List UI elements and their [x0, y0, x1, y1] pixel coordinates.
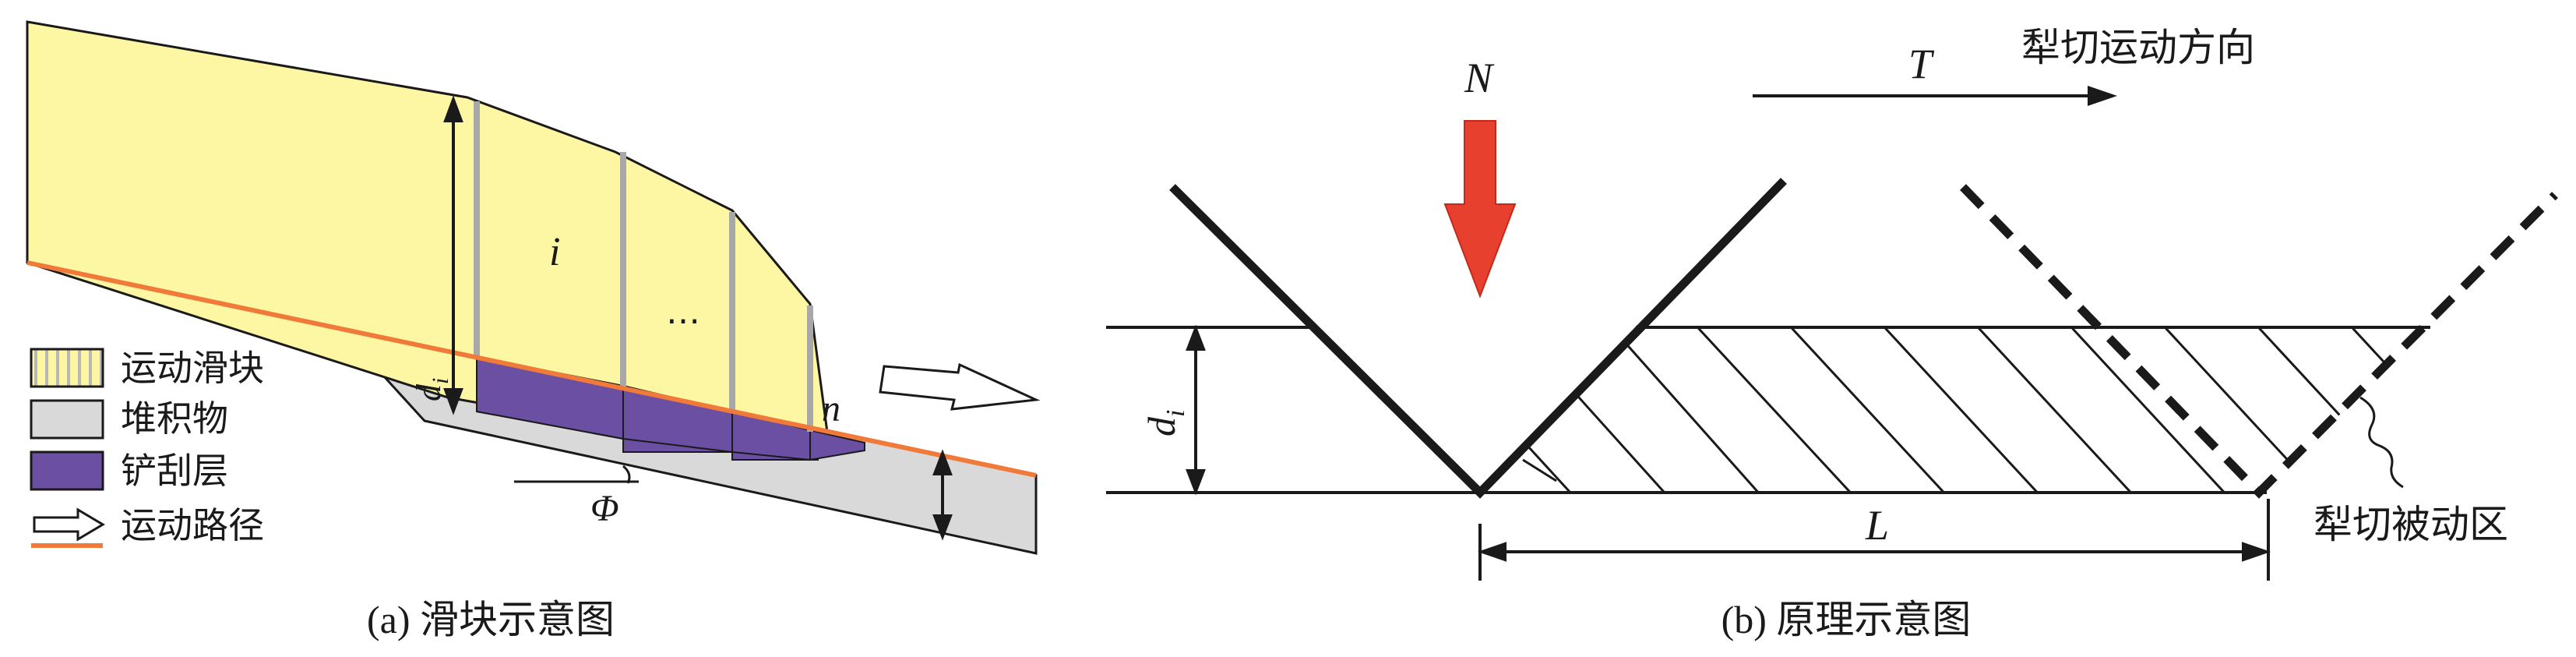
length-dimension	[1477, 499, 2271, 581]
passive-zone-leader	[2359, 396, 2404, 489]
scrape-block-4	[809, 429, 865, 461]
deposit-thickness-arrow	[932, 449, 953, 541]
legend-item-slider: 运动滑块	[30, 347, 264, 389]
plough-v	[1169, 178, 1787, 499]
depth-label-d: di	[410, 378, 453, 401]
panel-a: i … n di Φ 运动滑块 堆积物 铲刮层 运动路径 (	[26, 20, 1041, 641]
depth-arrow-a	[443, 95, 463, 415]
hatched-zone	[1517, 327, 2430, 493]
svg-text:运动滑块: 运动滑块	[121, 347, 264, 389]
caption-a: (a) 滑块示意图	[367, 598, 615, 641]
svg-text:堆积物: 堆积物	[121, 397, 228, 440]
passive-zone-text: 犁切被动区	[2313, 502, 2508, 547]
length-label-L: L	[1865, 502, 1889, 549]
panel-b: N T 犁切运动方向 di L 犁切被动区 (b) 原理示意图	[1106, 25, 2558, 641]
shear-direction-arrow	[1753, 86, 2117, 106]
slice-label-n: n	[822, 388, 840, 429]
legend: 运动滑块 堆积物 铲刮层 运动路径	[30, 347, 264, 548]
slice-label-dots: …	[666, 292, 700, 332]
svg-text:铲刮层: 铲刮层	[121, 450, 228, 492]
force-label-N: N	[1464, 55, 1495, 101]
plough-v-dashed	[1960, 184, 2558, 499]
caption-b: (b) 原理示意图	[1721, 598, 1972, 641]
slice-label-i: i	[549, 230, 560, 274]
legend-item-path: 运动路径	[31, 504, 264, 548]
direction-text: 犁切运动方向	[2021, 25, 2255, 70]
svg-text:运动路径: 运动路径	[121, 504, 264, 546]
force-label-T: T	[1908, 41, 1935, 87]
angle-phi	[514, 464, 639, 484]
motion-direction-arrow	[879, 362, 1041, 411]
motion-path-line	[26, 260, 1037, 478]
angle-label-phi: Φ	[590, 488, 619, 529]
vertex-tick	[1522, 458, 1557, 482]
legend-item-deposit: 堆积物	[30, 397, 228, 440]
legend-item-scrape: 铲刮层	[30, 450, 228, 492]
depth-dimension-b	[1186, 324, 1206, 496]
normal-force-arrow	[1443, 120, 1517, 298]
depth-label-d-b: di	[1140, 410, 1190, 436]
